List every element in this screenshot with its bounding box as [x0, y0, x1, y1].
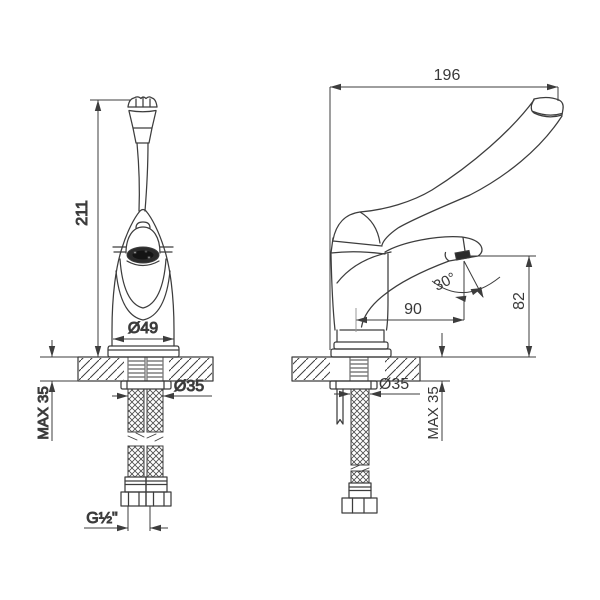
front-shank-and-hoses — [120, 356, 172, 507]
side-dimensions: 196 30° 90 82 Ø35 MAX 35 — [329, 67, 559, 441]
side-aerator — [454, 249, 472, 261]
side-deck — [291, 356, 421, 382]
dim-label-side-shank-diameter: Ø35 — [379, 376, 409, 393]
dim-label-front-max-thickness: MAX 35 — [35, 386, 52, 439]
dim-label-spout-angle: 30° — [431, 269, 459, 294]
front-lever-handle — [127, 96, 158, 212]
dim-label-length-196: 196 — [434, 67, 461, 84]
dim-label-base-diameter: Ø49 — [128, 320, 158, 337]
front-body — [107, 208, 180, 358]
side-body — [330, 236, 483, 358]
front-view: 211 Ø49 Ø35 MAX 35 G½" — [35, 96, 214, 532]
side-view: 196 30° 90 82 Ø35 MAX 35 — [291, 67, 564, 514]
front-dimensions: 211 Ø49 Ø35 MAX 35 G½" — [35, 99, 212, 532]
side-lever-handle — [332, 96, 564, 246]
front-aerator — [126, 246, 160, 264]
dim-label-thread-size: G½" — [86, 510, 117, 527]
dim-label-height-211: 211 — [74, 200, 91, 226]
dim-label-spout-height: 82 — [511, 292, 528, 310]
dim-label-spout-reach: 90 — [404, 301, 422, 318]
side-shank-and-hose — [329, 356, 378, 514]
front-deck — [77, 356, 214, 382]
side-dimension-arrows — [330, 83, 558, 398]
dim-label-side-max-thickness: MAX 35 — [425, 386, 442, 439]
dim-label-front-shank-diameter: Ø35 — [174, 378, 204, 395]
